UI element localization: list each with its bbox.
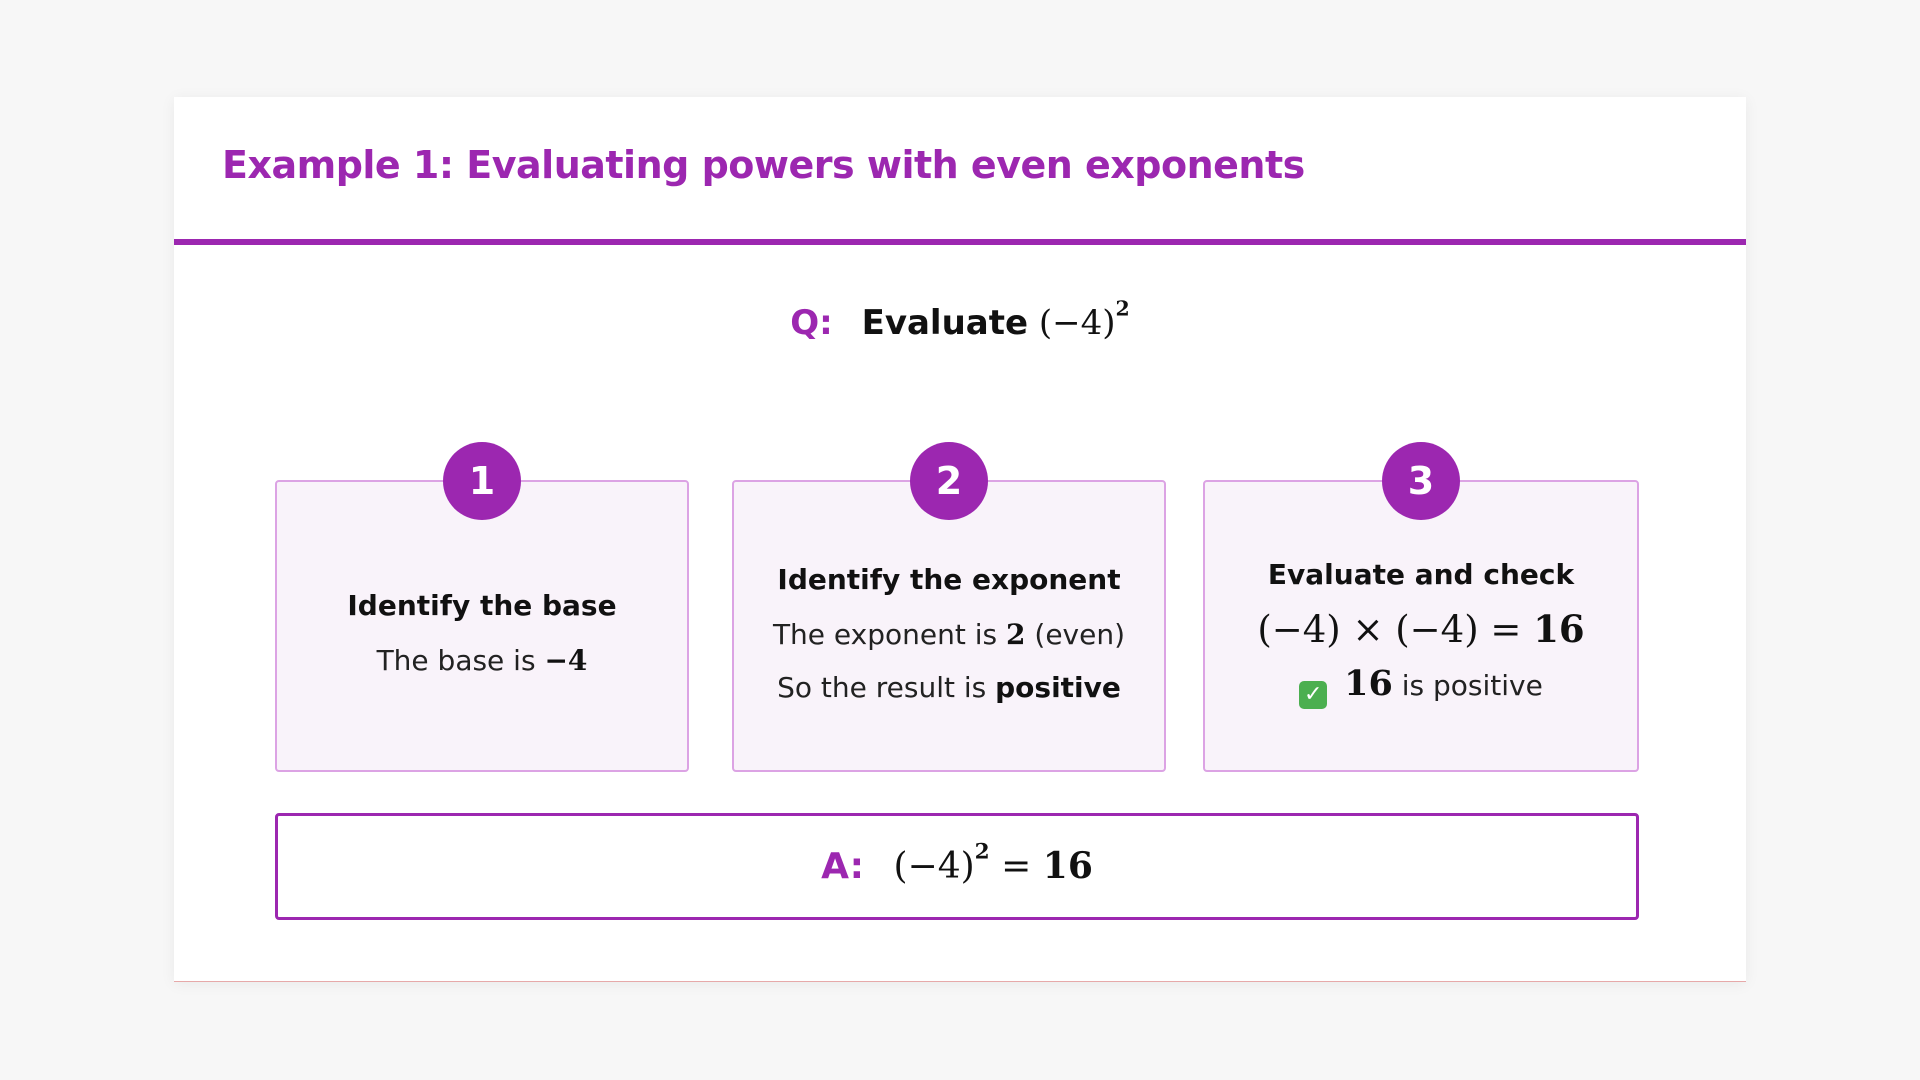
slide-title: Example 1: Evaluating powers with even e…: [222, 143, 1305, 187]
step-3-check-line: ✓ 16 is positive: [1299, 663, 1543, 709]
slide-header: Example 1: Evaluating powers with even e…: [174, 97, 1746, 245]
step-card-2: 2 Identify the exponent The exponent is …: [732, 442, 1166, 772]
question-label: Q:: [790, 303, 833, 343]
step-1-line: The base is −4: [377, 644, 588, 677]
step-2-line-1-text: The exponent is: [772, 617, 998, 651]
step-title-3: Evaluate and check: [1267, 557, 1575, 591]
step-number-badge-1: 1: [443, 442, 521, 520]
step-card-body-1: Identify the base The base is −4: [277, 482, 687, 770]
step-title-1: Identify the base: [347, 589, 617, 622]
slide: Example 1: Evaluating powers with even e…: [174, 97, 1746, 982]
answer-expression: (−4)2 = 16: [893, 841, 1093, 887]
step-2-line-2-text: So the result is: [777, 670, 987, 704]
question: Q: Evaluate (−4)2: [174, 298, 1746, 343]
answer-box: A: (−4)2 = 16: [275, 813, 1639, 920]
step-number-badge-2: 2: [910, 442, 988, 520]
step-1-line-math: −4: [544, 644, 588, 677]
answer-expression-equals: =: [989, 846, 1043, 887]
step-2-line-1-suffix: (even): [1034, 617, 1126, 651]
answer-expression-result: 16: [1042, 845, 1093, 887]
step-2-line-1: The exponent is 2 (even): [773, 618, 1125, 651]
step-title-2: Identify the exponent: [777, 562, 1121, 596]
answer-expression-exponent: 2: [974, 839, 990, 865]
step-card-body-2: Identify the exponent The exponent is 2 …: [734, 482, 1164, 770]
step-card-3: 3 Evaluate and check (−4) × (−4) = 16 ✓ …: [1203, 442, 1639, 772]
step-3-equation-result: 16: [1533, 606, 1585, 651]
question-expression: (−4)2: [1038, 298, 1130, 343]
step-3-equation: (−4) × (−4) = 16: [1257, 607, 1584, 651]
step-3-equation-lhs: (−4) × (−4) =: [1257, 607, 1534, 651]
step-card-1: 1 Identify the base The base is −4: [275, 442, 689, 772]
step-2-line-1-math: 2: [1006, 617, 1026, 651]
question-word: Evaluate: [861, 303, 1029, 343]
step-2-line-2-bold: positive: [995, 670, 1121, 704]
step-card-body-3: Evaluate and check (−4) × (−4) = 16 ✓ 16…: [1205, 482, 1637, 770]
question-expression-exponent: 2: [1115, 296, 1130, 321]
answer-label: A:: [821, 846, 865, 887]
step-1-line-text: The base is: [376, 644, 536, 677]
step-3-check-text: is positive: [1401, 668, 1543, 702]
check-mark-icon: ✓: [1299, 680, 1328, 709]
question-expression-base: (−4): [1038, 303, 1116, 343]
step-3-check-math: 16: [1344, 662, 1393, 704]
step-2-line-2: So the result is positive: [777, 671, 1121, 704]
answer-expression-base: (−4): [893, 846, 975, 887]
step-number-badge-3: 3: [1382, 442, 1460, 520]
